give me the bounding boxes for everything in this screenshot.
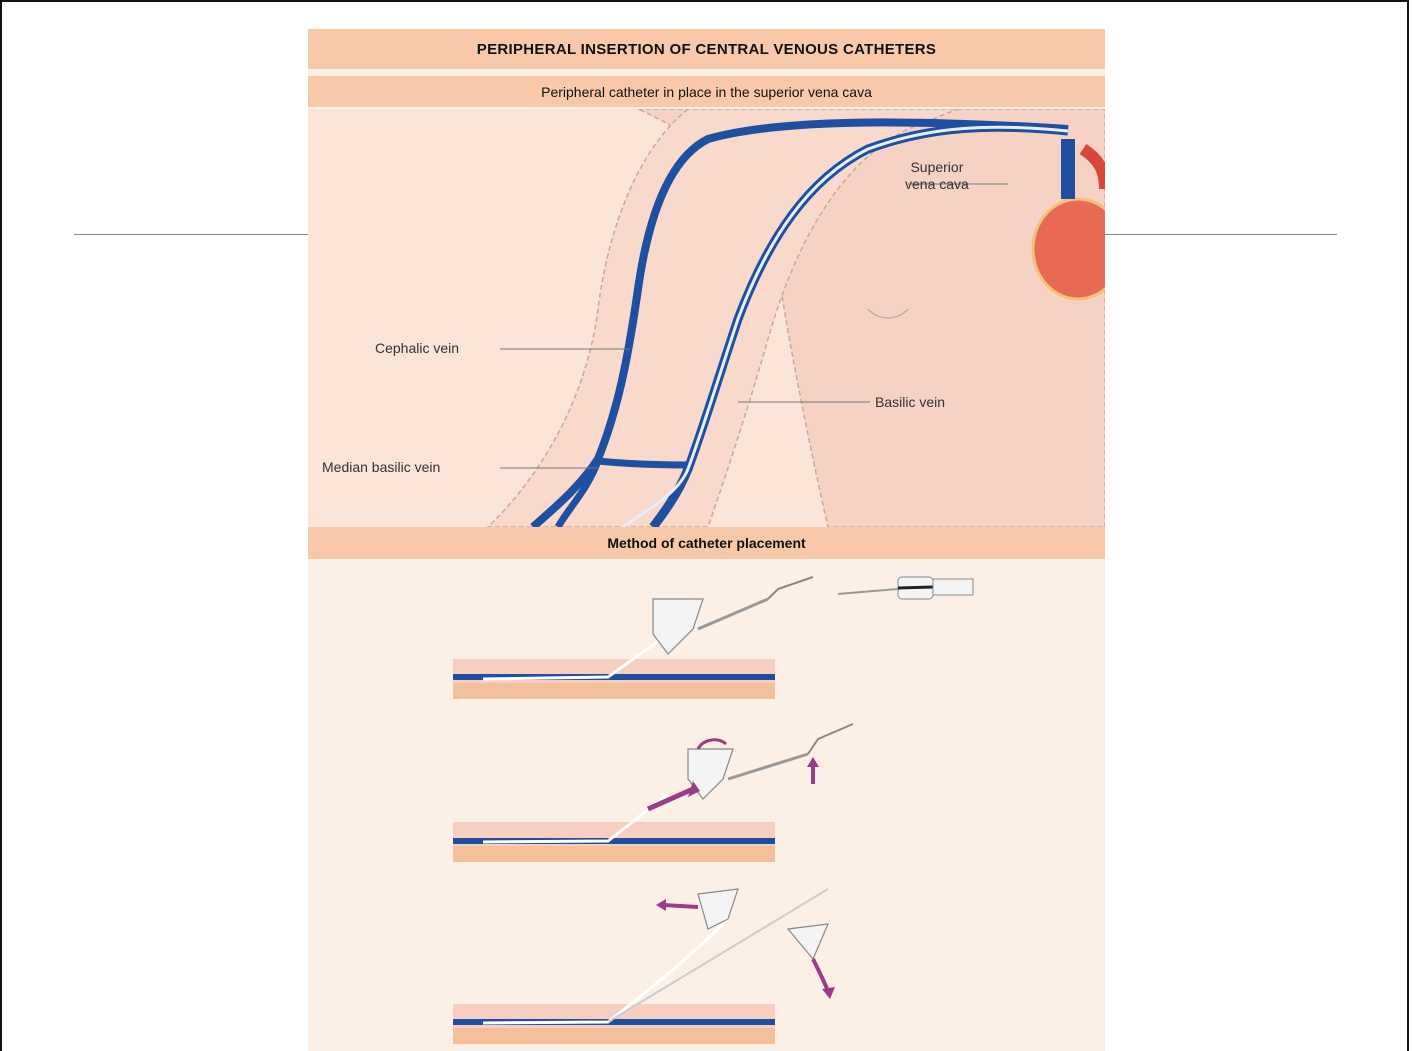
median-basilic-vein (598, 461, 686, 465)
cephalic-vein-label: Cephalic vein (375, 340, 459, 356)
figure-subtitle: Peripheral catheter in place in the supe… (308, 76, 1105, 107)
median-basilic-vein-label: Median basilic vein (322, 459, 440, 475)
arm-illustration-panel: Superior vena cava Cephalic vein Basilic… (308, 109, 1105, 527)
superior-vena-cava-label: Superior vena cava (905, 159, 969, 193)
step-1-insertion (453, 577, 973, 699)
method-heading: Method of catheter placement (308, 527, 1105, 559)
step-3-sheath-peel (453, 889, 835, 1044)
superior-vena-cava-label-line2: vena cava (905, 176, 969, 193)
slide-divider-right (1105, 234, 1337, 235)
step-2-needle-withdrawal (453, 724, 853, 862)
slide-divider-left (74, 234, 310, 235)
catheter-figure: PERIPHERAL INSERTION OF CENTRAL VENOUS C… (308, 29, 1105, 1051)
basilic-vein-label: Basilic vein (875, 394, 945, 410)
figure-title: PERIPHERAL INSERTION OF CENTRAL VENOUS C… (308, 29, 1105, 69)
superior-vena-cava-label-line1: Superior (905, 159, 969, 176)
method-steps-diagram (308, 559, 1105, 1051)
